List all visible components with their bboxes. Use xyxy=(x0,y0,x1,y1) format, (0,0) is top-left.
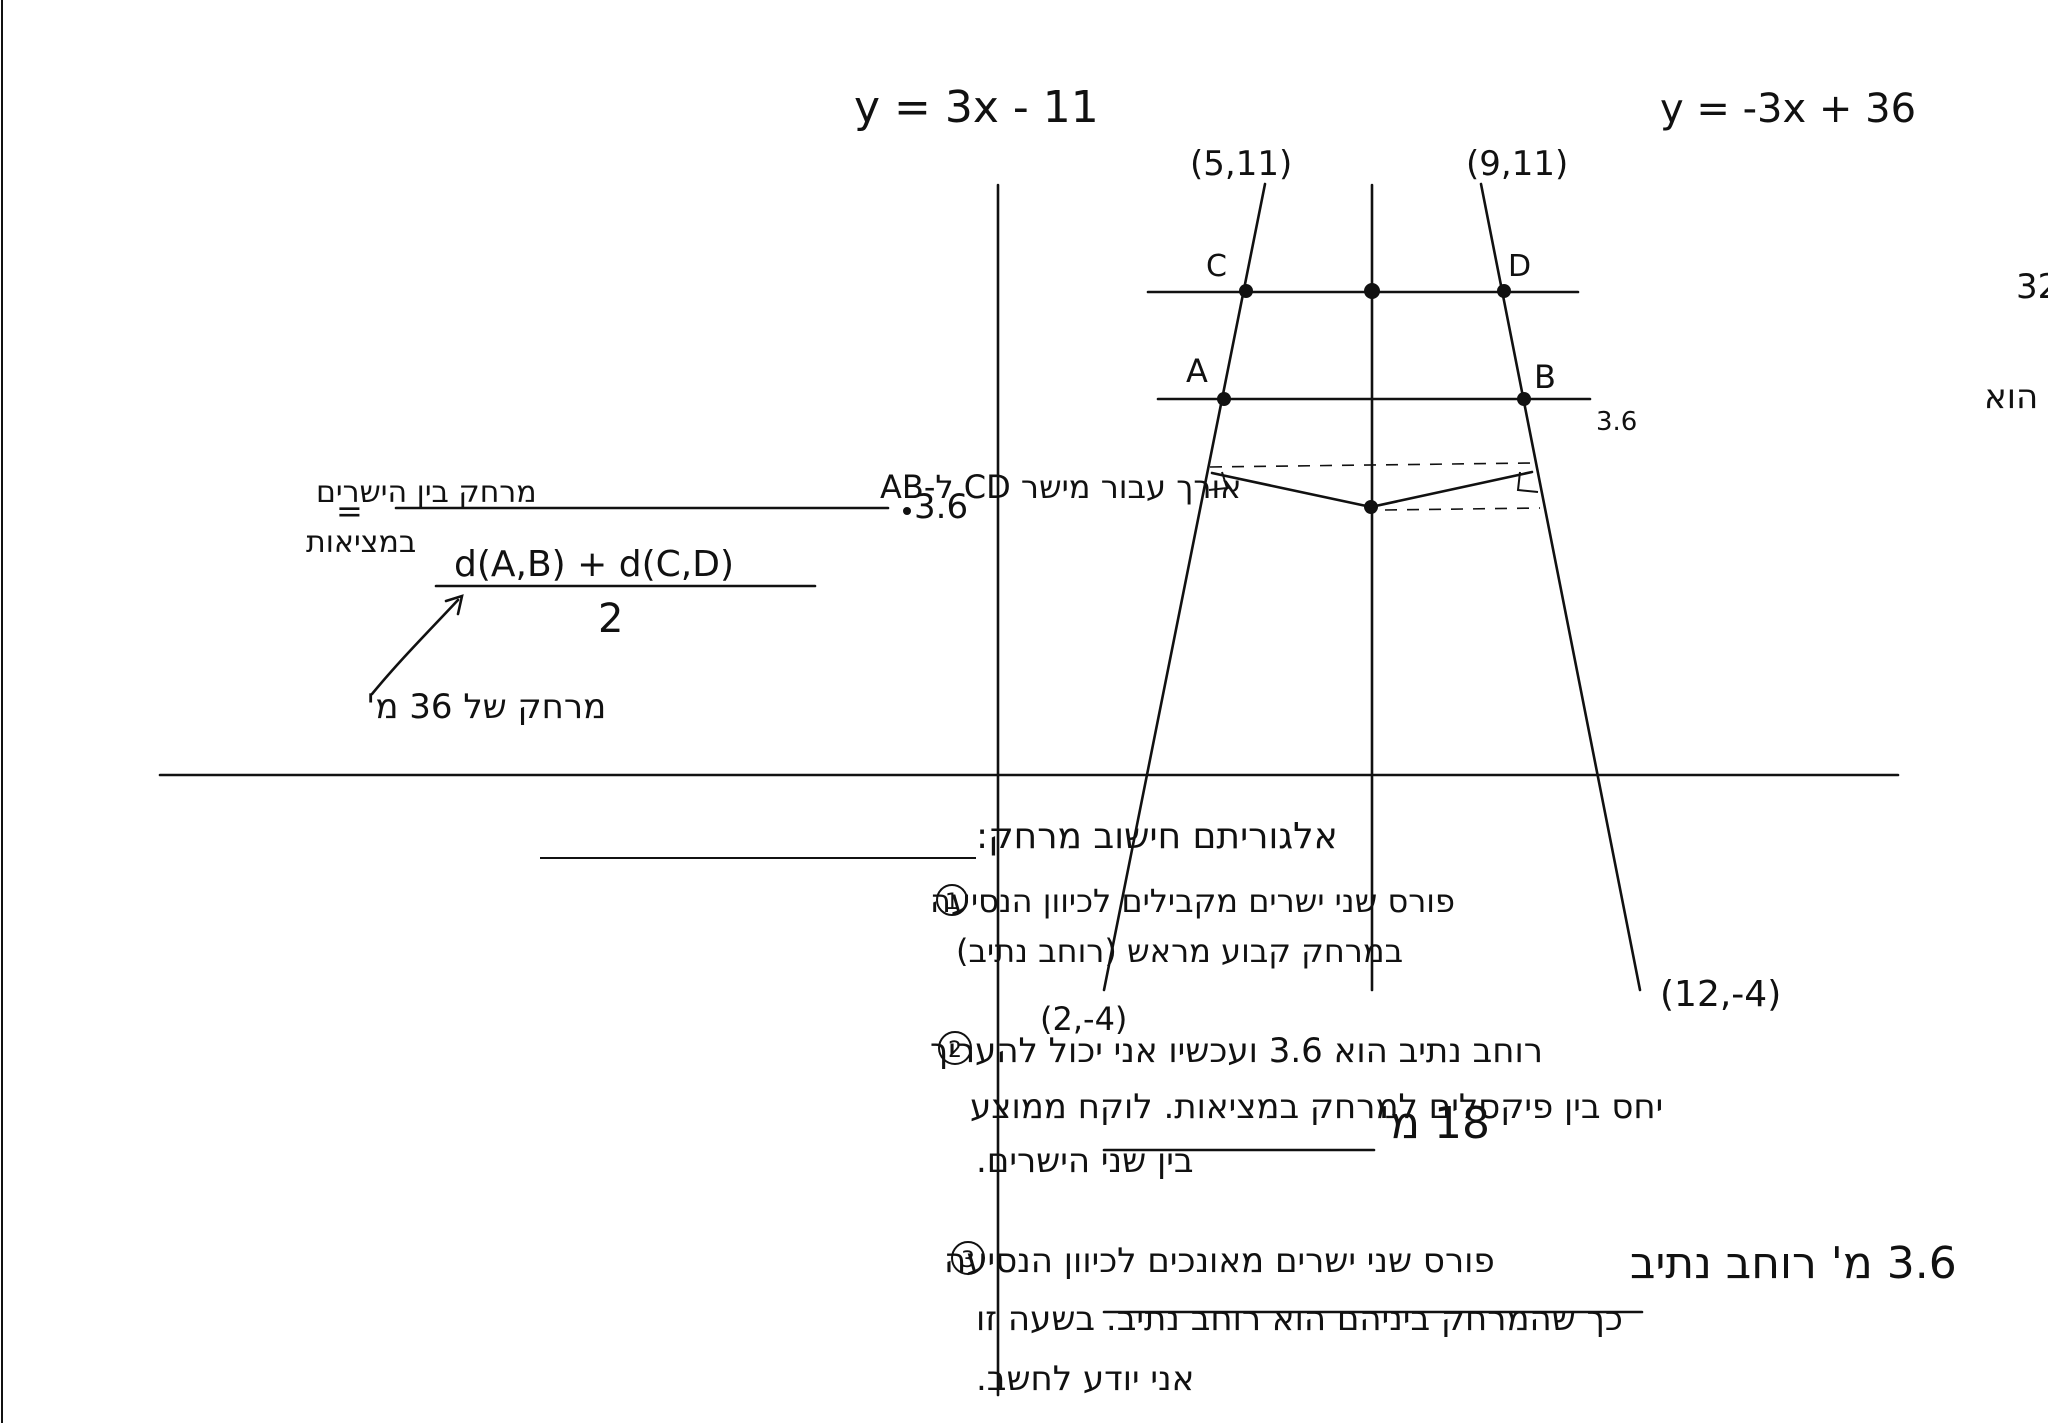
label-top-left-coord: (5,11) xyxy=(1190,144,1292,184)
right-lane-line xyxy=(1479,182,1642,992)
result-lane-width: 3.6 מ' רוחב נתיב xyxy=(1630,1238,1957,1289)
point-c-dot xyxy=(1239,284,1253,298)
arrow-head xyxy=(444,594,464,616)
arrow-shaft xyxy=(370,598,460,696)
note-36-meters: מרחק של 36 מ' xyxy=(366,687,606,727)
step-1-number: 1 xyxy=(945,890,959,915)
label-b: B xyxy=(1534,358,1556,396)
step-1-line-1: פורס שני ישרים מקבילים לכיוון הנסיעה xyxy=(930,882,1455,920)
step-2-circle xyxy=(938,1031,972,1065)
step-1-circle xyxy=(936,884,968,916)
point-a-dot xyxy=(1217,392,1231,406)
formula-lhs-line1: מרחק בין הישרים xyxy=(316,475,537,510)
step-3-line-2: כך שהמרחק ביניהם הוא רוחב נתיב. בשעה זו xyxy=(976,1299,1623,1339)
formula-value: 3.6 xyxy=(914,487,968,527)
step-2-line-2: יחס בין פיקסלים למרחק במציאות. לוקח ממוצ… xyxy=(970,1087,1663,1127)
label-d: D xyxy=(1508,249,1531,284)
label-a: A xyxy=(1186,352,1208,390)
result-18-meters: 18 מ' xyxy=(1378,1098,1490,1149)
left-line-equation: y = 3x - 11 xyxy=(854,82,1099,133)
point-d-dot xyxy=(1497,284,1511,298)
label-top-right-coord: (9,11) xyxy=(1466,144,1568,184)
formula-denominator: d(A,B) + d(C,D) xyxy=(454,544,734,585)
label-bottom-left-coord: (2,-4) xyxy=(1040,1000,1127,1038)
right-line-equation: y = -3x + 36 xyxy=(1660,86,1916,132)
step-3-circle xyxy=(951,1241,985,1275)
step-2-line-1: רוחב נתיב הוא 3.6 ועכשיו אני יכול להעריך xyxy=(930,1031,1543,1071)
formula-numerator: אורך עבור מישר CD ל-AB xyxy=(880,468,1242,506)
algorithm-title: אלגוריתם חישוב מרחק: xyxy=(976,816,1338,857)
dashed-guide-bottom xyxy=(1384,507,1541,511)
point-b-dot xyxy=(1517,392,1531,406)
left-perpendicular xyxy=(1210,471,1373,509)
step-3-number: 3 xyxy=(961,1248,975,1273)
step-1-line-2: במרחק קבוע מראש (רוחב נתיב) xyxy=(956,932,1403,970)
label-bottom-right-coord: (12,-4) xyxy=(1660,974,1781,1015)
step-3-line-1: פורס שני ישרים מאונכים לכיוון הנסיעה xyxy=(944,1241,1495,1281)
step-2-number: 2 xyxy=(948,1038,962,1063)
step-3-line-3: אני יודע לחשב. xyxy=(976,1359,1194,1399)
step-2-line-3: בין שני הישרים. xyxy=(976,1141,1194,1181)
formula-divisor: 2 xyxy=(598,596,623,642)
center-top-dot xyxy=(1364,283,1380,299)
left-right-angle-mark xyxy=(1208,471,1229,491)
note-cd-distance: מרחק מ-C ל-D הוא 32 xyxy=(2016,267,2048,307)
right-perpendicular xyxy=(1369,470,1534,509)
formula-equals: = xyxy=(336,492,363,530)
dashed-guide-top xyxy=(1209,462,1533,468)
note-ab-value: 3.6 xyxy=(1596,407,1637,437)
right-right-angle-mark xyxy=(1516,471,1539,493)
formula-lhs-line2: במציאות xyxy=(306,525,416,560)
left-lane-line xyxy=(1102,182,1267,992)
label-c: C xyxy=(1206,249,1227,284)
formula-bullet xyxy=(903,507,911,515)
note-ab-distance: מרחק מ-A ל-B הוא xyxy=(1984,377,2048,417)
